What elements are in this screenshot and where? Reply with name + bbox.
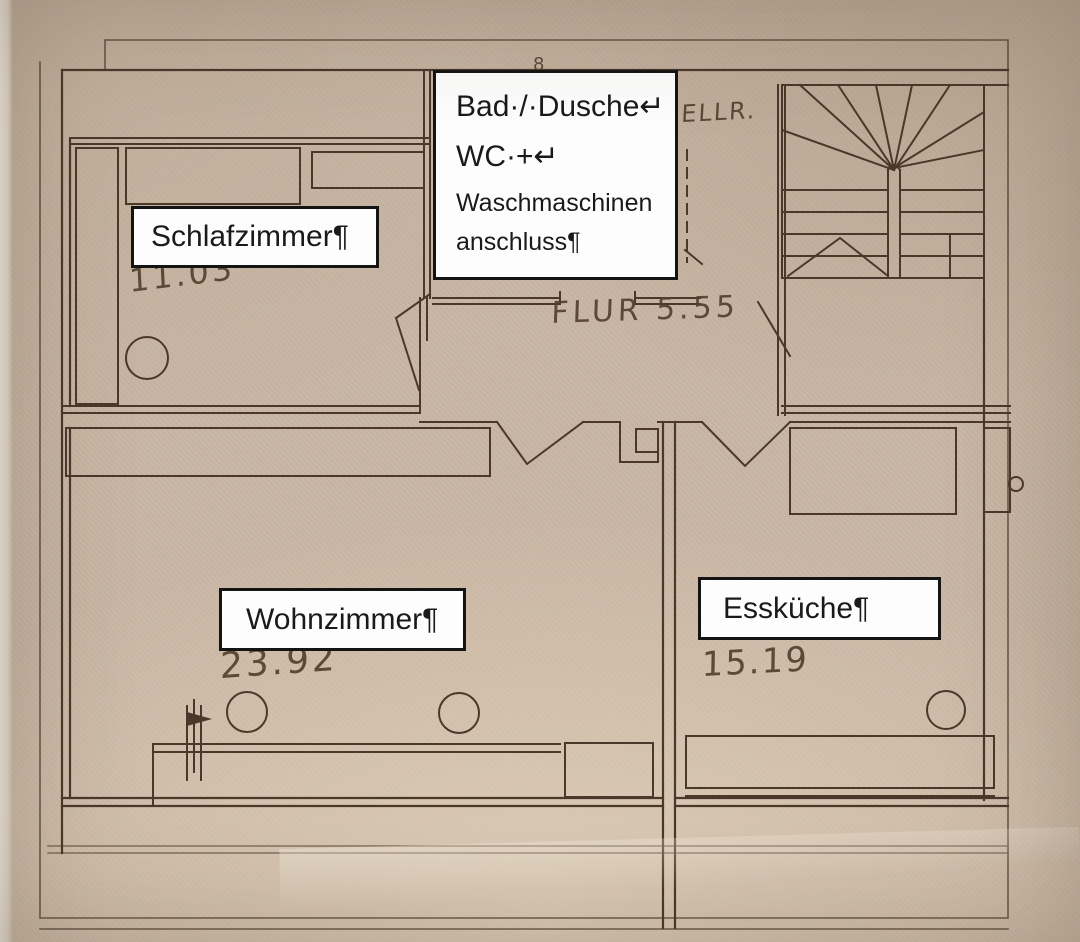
living-room (65, 427, 654, 807)
wohnzimmer-label: Wohnzimmer¶ (219, 588, 466, 651)
window-handle-icon (1008, 476, 1024, 492)
bad-label-line4: anschluss¶ (456, 228, 581, 256)
living-room-lamp2-icon (438, 692, 480, 734)
living-room-lamp-icon (226, 691, 268, 733)
bedroom-closet-top (125, 147, 301, 205)
chimney-shaft (619, 421, 659, 463)
handwritten-flur-area: FLUR 5.55 (550, 289, 740, 332)
handwritten-small-mark: 8 (533, 54, 545, 75)
keller-area (649, 84, 792, 416)
bath-hall-wall (432, 291, 701, 305)
stair-newel (886, 164, 902, 279)
kitchen-window (685, 735, 995, 789)
radiator-icon (186, 699, 212, 781)
stair-door-swing (756, 300, 792, 358)
bedroom-ceiling-lamp-icon (125, 336, 169, 380)
bedroom-walls (61, 69, 432, 414)
esskueche-label: Essküche¶ (698, 577, 941, 640)
esskueche-label-text: Essküche¶ (723, 591, 870, 625)
bad-label-line2: WC·+↵ (456, 140, 559, 173)
bad-label: Bad·/·Dusche↵ WC·+↵ Waschmaschinen ansch… (433, 70, 678, 280)
living-room-window (152, 743, 561, 807)
kitchen-door-swing (700, 420, 792, 468)
page-border (39, 39, 1009, 930)
bedroom-door-swing (394, 292, 432, 392)
kitchen-side-window (983, 427, 1011, 513)
living-room-window-right (564, 742, 654, 798)
living-room-sideboard (65, 427, 491, 477)
kitchen (685, 427, 1024, 797)
kitchen-lamp-icon (926, 690, 966, 730)
stair-landing (781, 405, 1011, 414)
paper-edge (0, 0, 13, 942)
chimney-shaft-inner (635, 428, 659, 453)
wohnzimmer-label-text: Wohnzimmer¶ (246, 602, 439, 636)
schlafzimmer-label-text: Schlafzimmer¶ (151, 220, 349, 253)
bedroom-closet-left (75, 147, 119, 405)
hall-south-wall (419, 420, 1011, 468)
bad-label-line3: Waschmaschinen (456, 189, 653, 217)
bad-label-line1: Bad·/·Dusche↵ (456, 90, 665, 123)
staircase (780, 83, 1009, 301)
handwritten-kitchen-area: 15.19 (701, 639, 810, 686)
bedroom-window-top (311, 151, 425, 189)
handwritten-keller-partial: ELLR. (680, 96, 758, 129)
schlafzimmer-label: Schlafzimmer¶ (131, 206, 379, 268)
kitchen-counter (789, 427, 957, 515)
living-room-door-swing (495, 420, 585, 466)
